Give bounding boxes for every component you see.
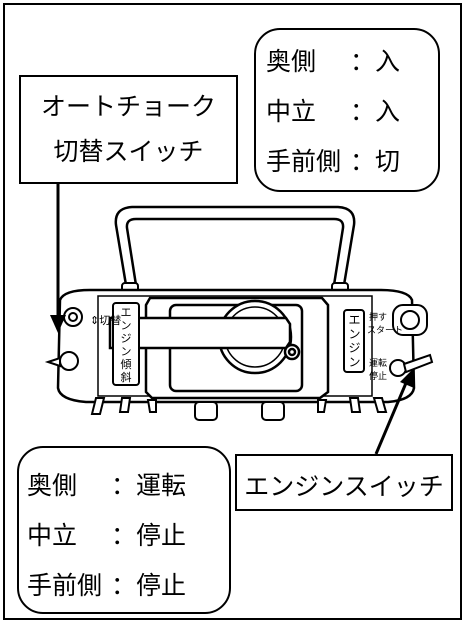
state-value: 入: [375, 47, 401, 76]
push-label: 押す: [369, 313, 388, 323]
position-name: 手前側: [266, 147, 342, 176]
unit-body: [56, 288, 416, 404]
autochoke-label-line2: 切替スイッチ: [53, 137, 204, 166]
state-value: 運転: [136, 471, 187, 500]
bottom-knobs: [90, 397, 388, 421]
engine-switch-label-box: エンジンスイッチ: [235, 454, 453, 511]
run-label: 運転: [369, 359, 388, 369]
position-name: 中立: [266, 97, 317, 126]
position-name: 中立: [27, 521, 78, 550]
left-panel: [112, 302, 140, 386]
separator: ：: [111, 571, 137, 600]
state-value: 切: [375, 147, 401, 176]
engine-switch-label: エンジンスイッチ: [244, 472, 444, 501]
bottom-state-row: 奥側 ：運転: [27, 466, 186, 502]
stop-label: 停止: [369, 372, 388, 382]
separator: ：: [111, 521, 137, 550]
top-state-row: 手前側 ：切: [266, 142, 400, 178]
position-name: 奥側: [266, 47, 317, 76]
separator: ：: [350, 97, 376, 126]
right-panel: [343, 309, 365, 373]
separator: ：: [111, 471, 137, 500]
state-value: 入: [375, 97, 401, 126]
state-value: 停止: [136, 571, 187, 600]
start-label: スタート: [367, 326, 404, 336]
top-state-box: 奥側：入 中立：入 手前側：切: [254, 28, 440, 192]
start-button: [392, 304, 428, 336]
top-state-row: 中立 ：入: [266, 92, 400, 128]
separator: ：: [350, 147, 376, 176]
position-name: 手前側: [27, 571, 103, 600]
state-value: 停止: [136, 521, 187, 550]
top-state-row: 奥側 ：入: [266, 42, 400, 78]
kirikae-label: ⇕切替: [90, 314, 122, 327]
bottom-state-row: 中立 ：停止: [27, 516, 186, 552]
bottom-state-box: 奥側：運転 中立：停止 手前側：停止: [17, 446, 231, 614]
engine-switch-arrow: [374, 369, 414, 455]
bottom-state-row: 手前側 ：停止: [27, 566, 186, 602]
right-panel-label: エンジン: [348, 313, 361, 369]
left-panel-label: エンジン傾斜: [120, 306, 132, 384]
figure-frame: [3, 3, 462, 620]
engine-switch-knob: [389, 353, 434, 377]
separator: ：: [350, 47, 376, 76]
kirikae-arrow-icon: ⇕: [90, 314, 100, 327]
carry-handle: [114, 205, 356, 286]
autochoke-arrow: [50, 183, 66, 333]
position-name: 奥側: [27, 471, 78, 500]
autochoke-label-line1: オートチョーク: [40, 92, 216, 121]
autochoke-label-box: オートチョーク 切替スイッチ: [19, 75, 238, 184]
